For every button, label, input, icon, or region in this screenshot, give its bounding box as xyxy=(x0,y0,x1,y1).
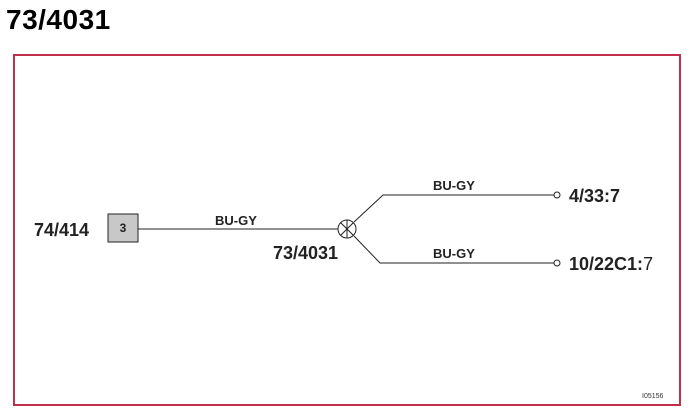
connector-label: 74/414 xyxy=(34,220,89,240)
page-title: 73/4031 xyxy=(6,4,111,35)
diagram-frame xyxy=(13,54,681,406)
lower-terminal-label-main: 10/22C1: xyxy=(569,254,643,274)
connector-box xyxy=(107,213,139,243)
main-wire-color-code: BU-GY xyxy=(215,213,257,228)
upper-terminal-label: 4/33:7 xyxy=(569,186,620,206)
upper-wire-color-code: BU-GY xyxy=(433,178,475,193)
lower-terminal-dot xyxy=(553,259,561,267)
connector-pin-label: 3 xyxy=(120,221,127,235)
lower-terminal-label: 10/22C1:7 xyxy=(569,254,653,274)
lower-wire-color-code: BU-GY xyxy=(433,246,475,261)
upper-branch-wire xyxy=(353,194,554,223)
splice-label: 73/4031 xyxy=(273,243,338,263)
figure-reference-id: I05156 xyxy=(642,393,664,400)
splice-symbol xyxy=(337,219,357,239)
upper-terminal-dot xyxy=(553,191,561,199)
lower-terminal-label-pin: 7 xyxy=(643,254,653,274)
lower-branch-wire xyxy=(353,235,554,264)
